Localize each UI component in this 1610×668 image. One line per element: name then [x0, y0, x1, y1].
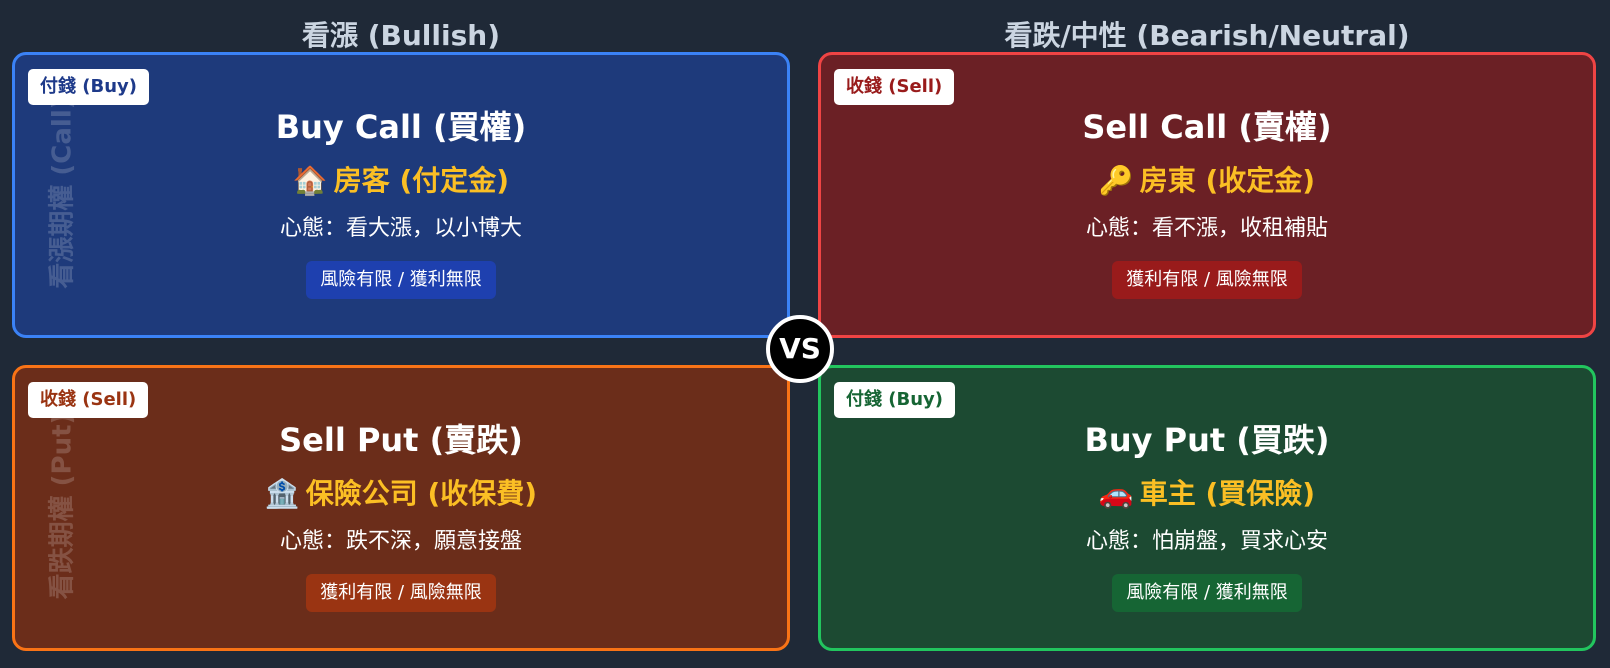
- sell-call-mindset: 心態：看不漲，收租補貼: [1085, 216, 1328, 241]
- buy-call-card: 看漲期權 (Call) 付錢 (Buy) Buy Call (買權) 🏠房客 (…: [12, 52, 790, 338]
- buy-call-risk-badge: 風險有限 / 獲利無限: [306, 261, 496, 299]
- sell-put-role-text: 保險公司 (收保費): [305, 477, 538, 510]
- sell-call-title: Sell Call (賣權): [1082, 108, 1332, 146]
- sell-call-role-text: 房東 (收定金): [1139, 164, 1316, 197]
- sell-put-tag: 收錢 (Sell): [28, 382, 149, 418]
- car-icon: 🚗: [1098, 477, 1134, 510]
- sell-call-risk-badge: 獲利有限 / 風險無限: [1112, 261, 1302, 299]
- bank-icon: 🏦: [264, 477, 300, 510]
- buy-put-title: Buy Put (買跌): [1084, 421, 1330, 459]
- vs-badge: VS: [766, 315, 834, 383]
- buy-call-role: 🏠房客 (付定金): [15, 161, 787, 201]
- sell-call-role: 🔑房東 (收定金): [821, 161, 1593, 201]
- sell-put-card: 看跌期權 (Put) 收錢 (Sell) Sell Put (賣跌) 🏦保險公司…: [12, 365, 790, 651]
- sell-put-risk-badge: 獲利有限 / 風險無限: [306, 574, 496, 612]
- buy-call-mindset: 心態：看大漲，以小博大: [279, 216, 522, 241]
- buy-call-content: Buy Call (買權) 🏠房客 (付定金) 心態：看大漲，以小博大 風險有限…: [15, 105, 787, 299]
- house-icon: 🏠: [292, 164, 328, 197]
- buy-call-title: Buy Call (買權): [275, 108, 527, 146]
- buy-call-role-text: 房客 (付定金): [333, 164, 510, 197]
- buy-put-card: 付錢 (Buy) Buy Put (買跌) 🚗車主 (買保險) 心態：怕崩盤，買…: [818, 365, 1596, 651]
- bullish-column-header: 看漲 (Bullish): [301, 19, 500, 52]
- sell-call-tag: 收錢 (Sell): [834, 69, 955, 105]
- bearish-column-header: 看跌/中性 (Bearish/Neutral): [1004, 19, 1410, 52]
- buy-put-role: 🚗車主 (買保險): [821, 474, 1593, 514]
- buy-put-tag: 付錢 (Buy): [834, 382, 955, 418]
- sell-put-content: Sell Put (賣跌) 🏦保險公司 (收保費) 心態：跌不深，願意接盤 獲利…: [15, 418, 787, 612]
- sell-put-role: 🏦保險公司 (收保費): [15, 474, 787, 514]
- key-icon: 🔑: [1098, 164, 1134, 197]
- buy-put-risk-badge: 風險有限 / 獲利無限: [1112, 574, 1302, 612]
- buy-call-tag: 付錢 (Buy): [28, 69, 149, 105]
- buy-put-mindset: 心態：怕崩盤，買求心安: [1085, 529, 1328, 554]
- sell-put-title: Sell Put (賣跌): [279, 421, 523, 459]
- buy-put-role-text: 車主 (買保險): [1139, 477, 1316, 510]
- sell-call-card: 收錢 (Sell) Sell Call (賣權) 🔑房東 (收定金) 心態：看不…: [818, 52, 1596, 338]
- sell-call-content: Sell Call (賣權) 🔑房東 (收定金) 心態：看不漲，收租補貼 獲利有…: [821, 105, 1593, 299]
- buy-put-content: Buy Put (買跌) 🚗車主 (買保險) 心態：怕崩盤，買求心安 風險有限 …: [821, 418, 1593, 612]
- sell-put-mindset: 心態：跌不深，願意接盤: [279, 529, 522, 554]
